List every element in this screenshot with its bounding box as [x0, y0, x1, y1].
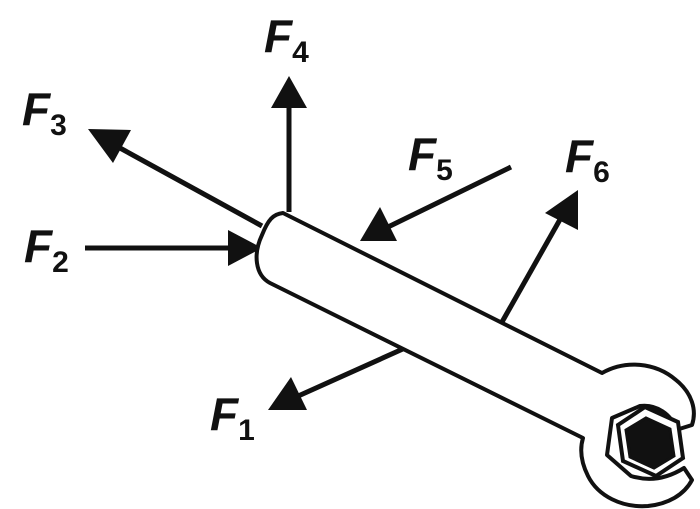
force-arrow-f6 — [499, 190, 578, 324]
label-f3-letter: F — [22, 83, 52, 135]
wrench-handle — [254, 211, 696, 509]
label-f5: F5 — [408, 128, 453, 187]
force-arrow-f1 — [268, 345, 407, 410]
label-f6-subscript: 6 — [593, 156, 610, 189]
label-f2: F2 — [24, 220, 69, 279]
force-arrows — [85, 76, 578, 410]
label-f2-letter: F — [24, 220, 54, 272]
label-f4: F4 — [264, 10, 309, 69]
label-f1-subscript: 1 — [238, 414, 255, 447]
label-f4-letter: F — [264, 10, 294, 62]
label-f6-letter: F — [565, 130, 595, 182]
force-arrow-f4 — [271, 76, 307, 212]
wrench-icon — [254, 211, 696, 509]
label-f6: F6 — [565, 130, 610, 189]
label-f3: F3 — [22, 83, 67, 142]
label-f4-subscript: 4 — [292, 36, 309, 69]
label-f2-subscript: 2 — [52, 246, 69, 279]
label-f5-subscript: 5 — [436, 154, 453, 187]
force-labels: F1 F2 F3 F4 F5 F6 — [22, 10, 610, 447]
label-f1: F1 — [210, 388, 255, 447]
label-f1-letter: F — [210, 388, 240, 440]
label-f3-subscript: 3 — [50, 109, 67, 142]
force-arrow-f5 — [360, 164, 513, 241]
force-arrow-f2 — [85, 230, 262, 266]
force-arrow-f3 — [88, 129, 264, 229]
hex-nut-icon — [615, 404, 686, 479]
label-f5-letter: F — [408, 128, 438, 180]
